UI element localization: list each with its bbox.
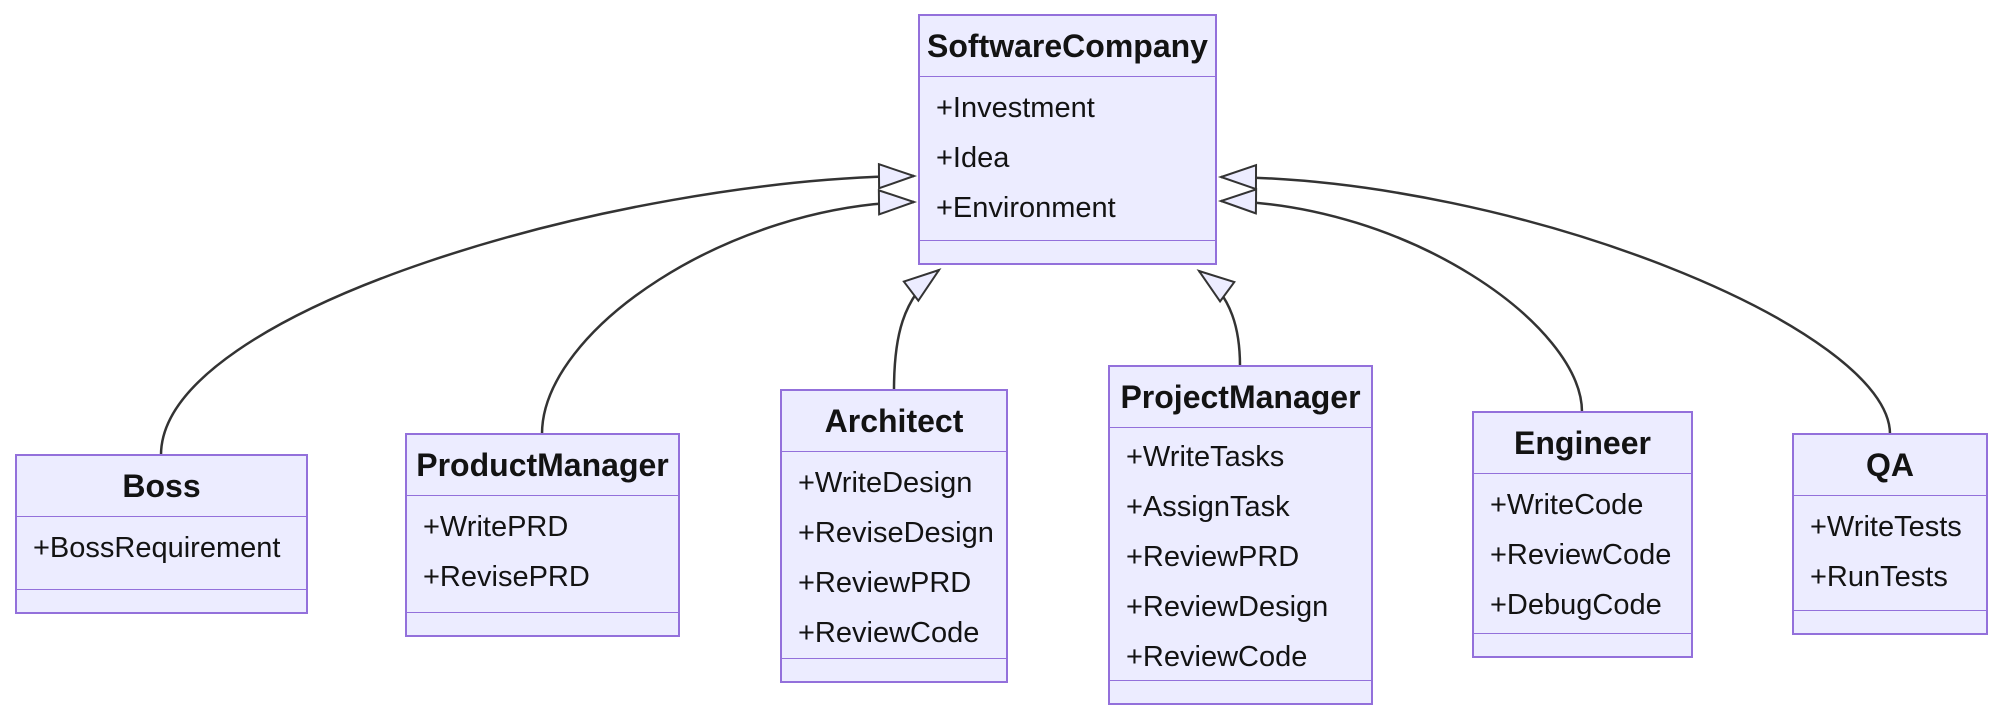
edge-boss-to-softwarecompany bbox=[159, 162, 918, 456]
class-methods-empty bbox=[1474, 633, 1691, 656]
class-attribute: +WriteDesign bbox=[798, 467, 973, 499]
class-attribute: +WritePRD bbox=[423, 511, 569, 543]
class-attribute: +ReviewCode bbox=[798, 617, 980, 649]
edge-architect-to-softwarecompany bbox=[892, 268, 942, 391]
class-methods-empty bbox=[782, 658, 1006, 681]
class-box-boss: Boss +BossRequirement bbox=[15, 454, 308, 614]
class-attribute: +ReviewPRD bbox=[1126, 541, 1300, 573]
class-box-projectmanager: ProjectManager +WriteTasks +AssignTask +… bbox=[1108, 365, 1373, 705]
class-attribute: +Investment bbox=[936, 92, 1095, 124]
class-attribute: +ReviewDesign bbox=[1126, 591, 1329, 623]
class-attribute: +ReviseDesign bbox=[798, 517, 994, 549]
class-attribute: +WriteCode bbox=[1490, 489, 1644, 521]
class-methods-empty bbox=[1794, 610, 1986, 633]
class-title-productmanager: ProductManager bbox=[416, 447, 669, 483]
class-attribute: +Idea bbox=[936, 142, 1010, 174]
class-attributes-softwarecompany: +Investment +Idea +Environment bbox=[920, 76, 1215, 240]
class-methods-empty bbox=[920, 240, 1215, 263]
edge-productmanager-to-softwarecompany bbox=[540, 189, 918, 435]
class-attribute: +ReviewCode bbox=[1490, 539, 1672, 571]
class-methods-empty bbox=[1110, 680, 1371, 703]
class-attribute: +RevisePRD bbox=[423, 561, 590, 593]
class-box-productmanager: ProductManager +WritePRD +RevisePRD bbox=[405, 433, 680, 637]
class-attributes-projectmanager: +WriteTasks +AssignTask +ReviewPRD +Revi… bbox=[1110, 427, 1371, 680]
class-attribute: +WriteTasks bbox=[1126, 441, 1285, 473]
class-attribute: +ReviewCode bbox=[1126, 641, 1308, 673]
class-title-engineer: Engineer bbox=[1514, 425, 1651, 461]
class-attributes-qa: +WriteTests +RunTests bbox=[1794, 495, 1986, 610]
class-attributes-productmanager: +WritePRD +RevisePRD bbox=[407, 495, 678, 612]
class-attributes-boss: +BossRequirement bbox=[17, 516, 306, 589]
class-box-qa: QA +WriteTests +RunTests bbox=[1792, 433, 1988, 635]
class-title-architect: Architect bbox=[824, 403, 964, 439]
edge-engineer-to-softwarecompany bbox=[1217, 188, 1584, 413]
edge-projectmanager-to-softwarecompany bbox=[1196, 269, 1242, 367]
class-methods-empty bbox=[407, 612, 678, 635]
class-attribute: +BossRequirement bbox=[33, 532, 281, 564]
edge-qa-to-softwarecompany bbox=[1217, 163, 1892, 435]
class-attribute: +WriteTests bbox=[1810, 511, 1962, 543]
class-attributes-engineer: +WriteCode +ReviewCode +DebugCode bbox=[1474, 473, 1691, 633]
class-box-engineer: Engineer +WriteCode +ReviewCode +DebugCo… bbox=[1472, 411, 1693, 658]
class-methods-empty bbox=[17, 589, 306, 612]
class-title-projectmanager: ProjectManager bbox=[1120, 379, 1361, 415]
class-attribute: +AssignTask bbox=[1126, 491, 1290, 523]
class-attribute: +ReviewPRD bbox=[798, 567, 972, 599]
class-title-boss: Boss bbox=[122, 468, 201, 504]
class-attribute: +Environment bbox=[936, 192, 1116, 224]
class-box-softwarecompany: SoftwareCompany +Investment +Idea +Envir… bbox=[918, 14, 1217, 265]
class-attribute: +RunTests bbox=[1810, 561, 1948, 593]
class-box-architect: Architect +WriteDesign +ReviseDesign +Re… bbox=[780, 389, 1008, 683]
class-title-qa: QA bbox=[1866, 447, 1914, 483]
class-attribute: +DebugCode bbox=[1490, 589, 1662, 621]
class-title-softwarecompany: SoftwareCompany bbox=[927, 28, 1208, 64]
class-attributes-architect: +WriteDesign +ReviseDesign +ReviewPRD +R… bbox=[782, 451, 1006, 658]
